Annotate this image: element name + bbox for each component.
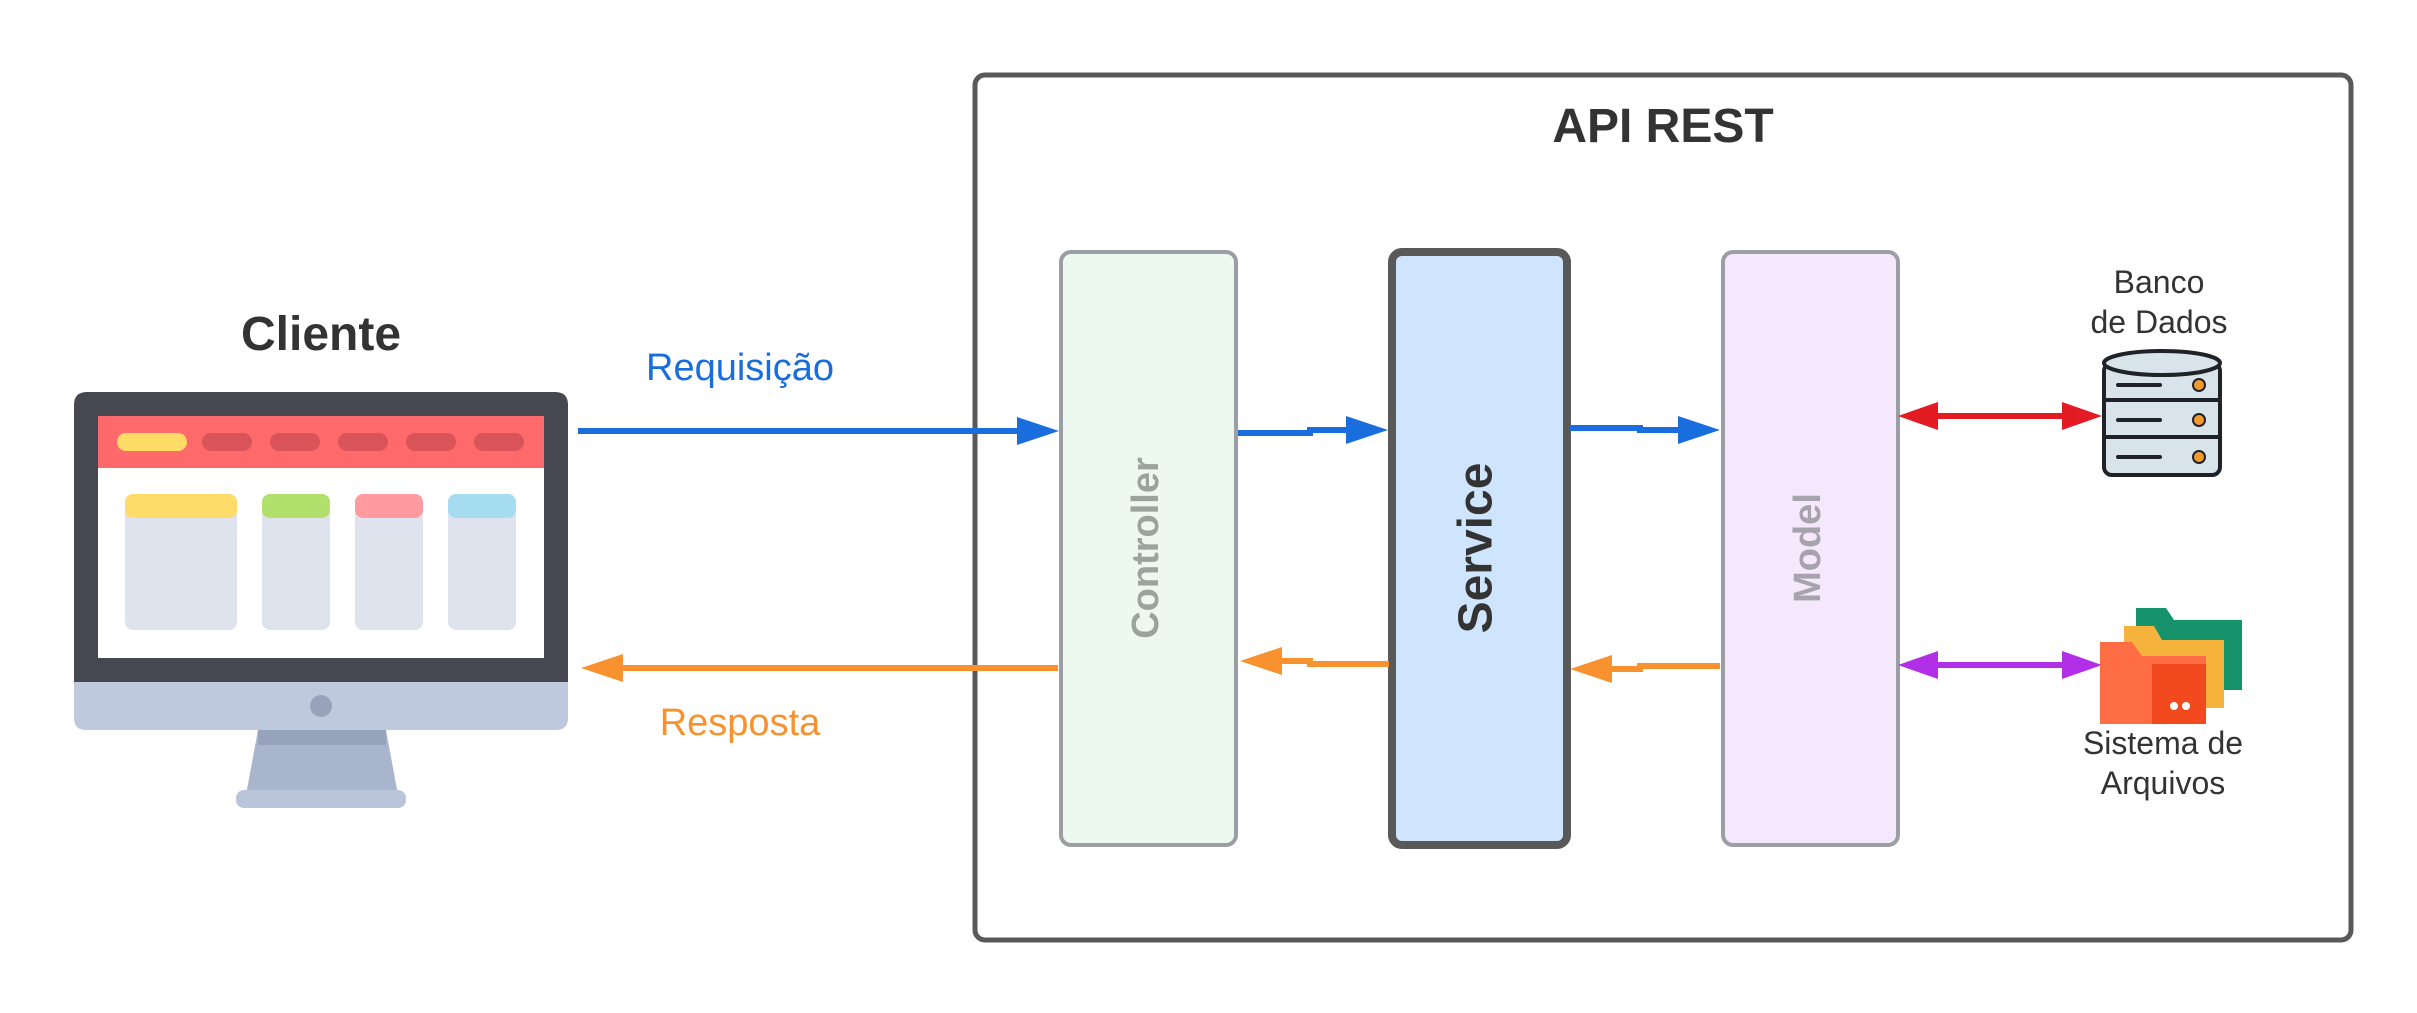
controller-label: Controller xyxy=(1125,457,1167,639)
service-label: Service xyxy=(1450,463,1503,634)
filesystem-label-line2: Arquivos xyxy=(2101,765,2226,801)
model-box xyxy=(1721,250,1900,847)
database-label-line1: Banco xyxy=(2114,264,2205,300)
database-link xyxy=(1898,402,2102,430)
response-arrows xyxy=(581,647,1720,683)
request-arrows xyxy=(578,416,1720,445)
api-title: API REST xyxy=(1552,100,1773,153)
request-label: Requisição xyxy=(646,347,834,389)
controller-box xyxy=(1059,250,1238,847)
client-title: Cliente xyxy=(241,308,401,361)
response-label: Resposta xyxy=(660,702,821,744)
database-label-line2: de Dados xyxy=(2091,304,2228,340)
filesystem-label-line1: Sistema de xyxy=(2083,725,2243,761)
monitor-icon xyxy=(74,392,568,808)
api-container xyxy=(972,72,2354,943)
filesystem-link xyxy=(1898,651,2102,679)
model-label: Model xyxy=(1787,493,1829,603)
service-box xyxy=(1388,248,1571,849)
database-icon xyxy=(2102,349,2222,477)
folders-icon xyxy=(2100,608,2242,724)
